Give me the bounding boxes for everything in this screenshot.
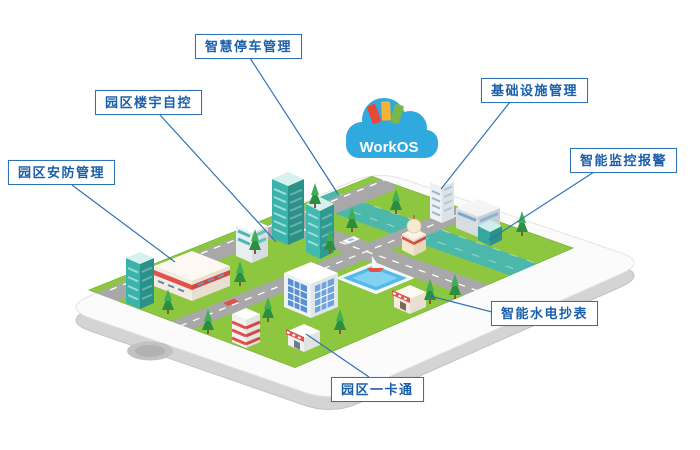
cars	[223, 235, 361, 306]
leader-lines	[71, 57, 595, 378]
building-teal-tower-left	[126, 252, 154, 309]
workos-text: WorkOS	[360, 139, 419, 156]
pool	[335, 261, 415, 295]
tablet	[75, 174, 635, 411]
leader-line-monitoring-alarm	[488, 171, 595, 241]
label-infrastructure: 基础设施管理	[481, 78, 589, 103]
leader-line-campus-onecard	[305, 333, 370, 378]
building-shop-awning	[392, 285, 426, 314]
leader-line-infrastructure	[440, 101, 511, 190]
building-infrastructure-tower	[430, 177, 454, 223]
leader-line-campus-security	[71, 184, 176, 263]
leader-line-building-automation	[159, 114, 277, 243]
cloud: WorkOS	[346, 98, 438, 158]
label-smart-parking: 智慧停车管理	[195, 34, 303, 59]
building-dome-pavilion	[402, 215, 426, 256]
sailboat	[367, 255, 384, 272]
leader-line-utility-metering	[429, 295, 493, 313]
label-building-automation: 园区楼宇自控	[95, 90, 203, 115]
leader-line-smart-parking	[249, 57, 339, 195]
building-monitoring-station	[478, 220, 502, 246]
building-hospital	[154, 251, 230, 301]
label-campus-security: 园区安防管理	[8, 160, 116, 185]
label-utility-metering: 智能水电抄表	[491, 301, 599, 326]
label-monitoring-alarm: 智能监控报警	[570, 148, 678, 173]
home-button-inner	[135, 345, 165, 357]
car-red	[223, 298, 239, 306]
building-skyscraper	[272, 172, 304, 245]
building-onecard-shop	[286, 324, 320, 352]
workos-logo-icon	[366, 101, 404, 125]
building-office-glass	[284, 262, 338, 318]
building-striped-tower	[231, 308, 261, 348]
dome-roof	[406, 218, 422, 234]
label-campus-onecard: 园区一卡通	[331, 377, 424, 402]
